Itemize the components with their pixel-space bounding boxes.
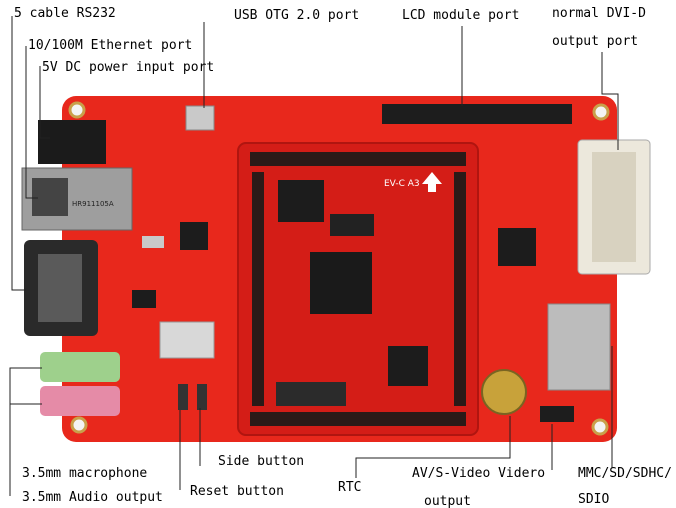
pmic-chip — [388, 346, 428, 386]
label-usb-otg: USB OTG 2.0 port — [234, 8, 360, 23]
sd-slot — [547, 303, 611, 391]
lcd-header — [382, 104, 572, 124]
rs232-chip — [132, 290, 156, 308]
label-power: 5V DC power input port — [42, 60, 215, 75]
label-audio-out: 3.5mm Audio output — [22, 490, 163, 505]
label-rs232: 5 cable RS232 — [14, 6, 116, 21]
label-sd-line1: MMC/SD/SDHC/ — [578, 466, 672, 481]
label-ethernet: 10/100M Ethernet port — [28, 38, 193, 53]
orientation-arrow-icon — [422, 172, 442, 192]
jtag-header — [276, 382, 346, 406]
dvi-pins — [592, 152, 636, 262]
label-reset-button: Reset button — [190, 484, 284, 499]
core-header-left — [252, 172, 264, 406]
av-header — [540, 406, 574, 422]
dvi-encoder-chip — [498, 228, 536, 266]
label-lcd: LCD module port — [402, 8, 520, 23]
label-mic: 3.5mm macrophone — [22, 466, 148, 481]
dc-power-jack — [38, 120, 106, 164]
label-dvi-line1: normal DVI-D — [552, 6, 646, 21]
ethernet-socket — [32, 178, 68, 216]
crystal — [142, 236, 164, 248]
rs232-shell — [38, 254, 82, 322]
side-button — [197, 384, 207, 410]
dip-switch — [159, 321, 215, 359]
usb-otg-connector — [185, 105, 215, 131]
core-header-top — [250, 152, 466, 166]
label-dvi-line2: output port — [552, 34, 639, 49]
core-header-right — [454, 172, 466, 406]
leader-lines — [9, 16, 619, 496]
flash-chip — [330, 214, 374, 236]
mic-jack — [40, 352, 120, 382]
memory-chip — [278, 180, 324, 222]
label-av-line2: output — [424, 494, 471, 508]
cpu-chip — [310, 252, 372, 314]
core-header-bottom — [250, 412, 466, 426]
label-av-line1: AV/S-Video Videro — [412, 466, 546, 481]
mount-hole — [70, 416, 88, 434]
rtc-battery — [481, 369, 527, 415]
label-sd-line2: SDIO — [578, 492, 610, 507]
eth-chip-label: HR911105A — [72, 200, 114, 208]
eth-phy-chip — [180, 222, 208, 250]
audio-out-jack — [40, 386, 120, 416]
label-rtc: RTC — [338, 480, 362, 495]
reset-button — [178, 384, 188, 410]
label-side-button: Side button — [218, 454, 305, 469]
mount-hole — [591, 418, 609, 436]
mount-hole — [68, 101, 86, 119]
core-module-label: EV-C A3 — [384, 179, 420, 189]
mount-hole — [592, 103, 610, 121]
